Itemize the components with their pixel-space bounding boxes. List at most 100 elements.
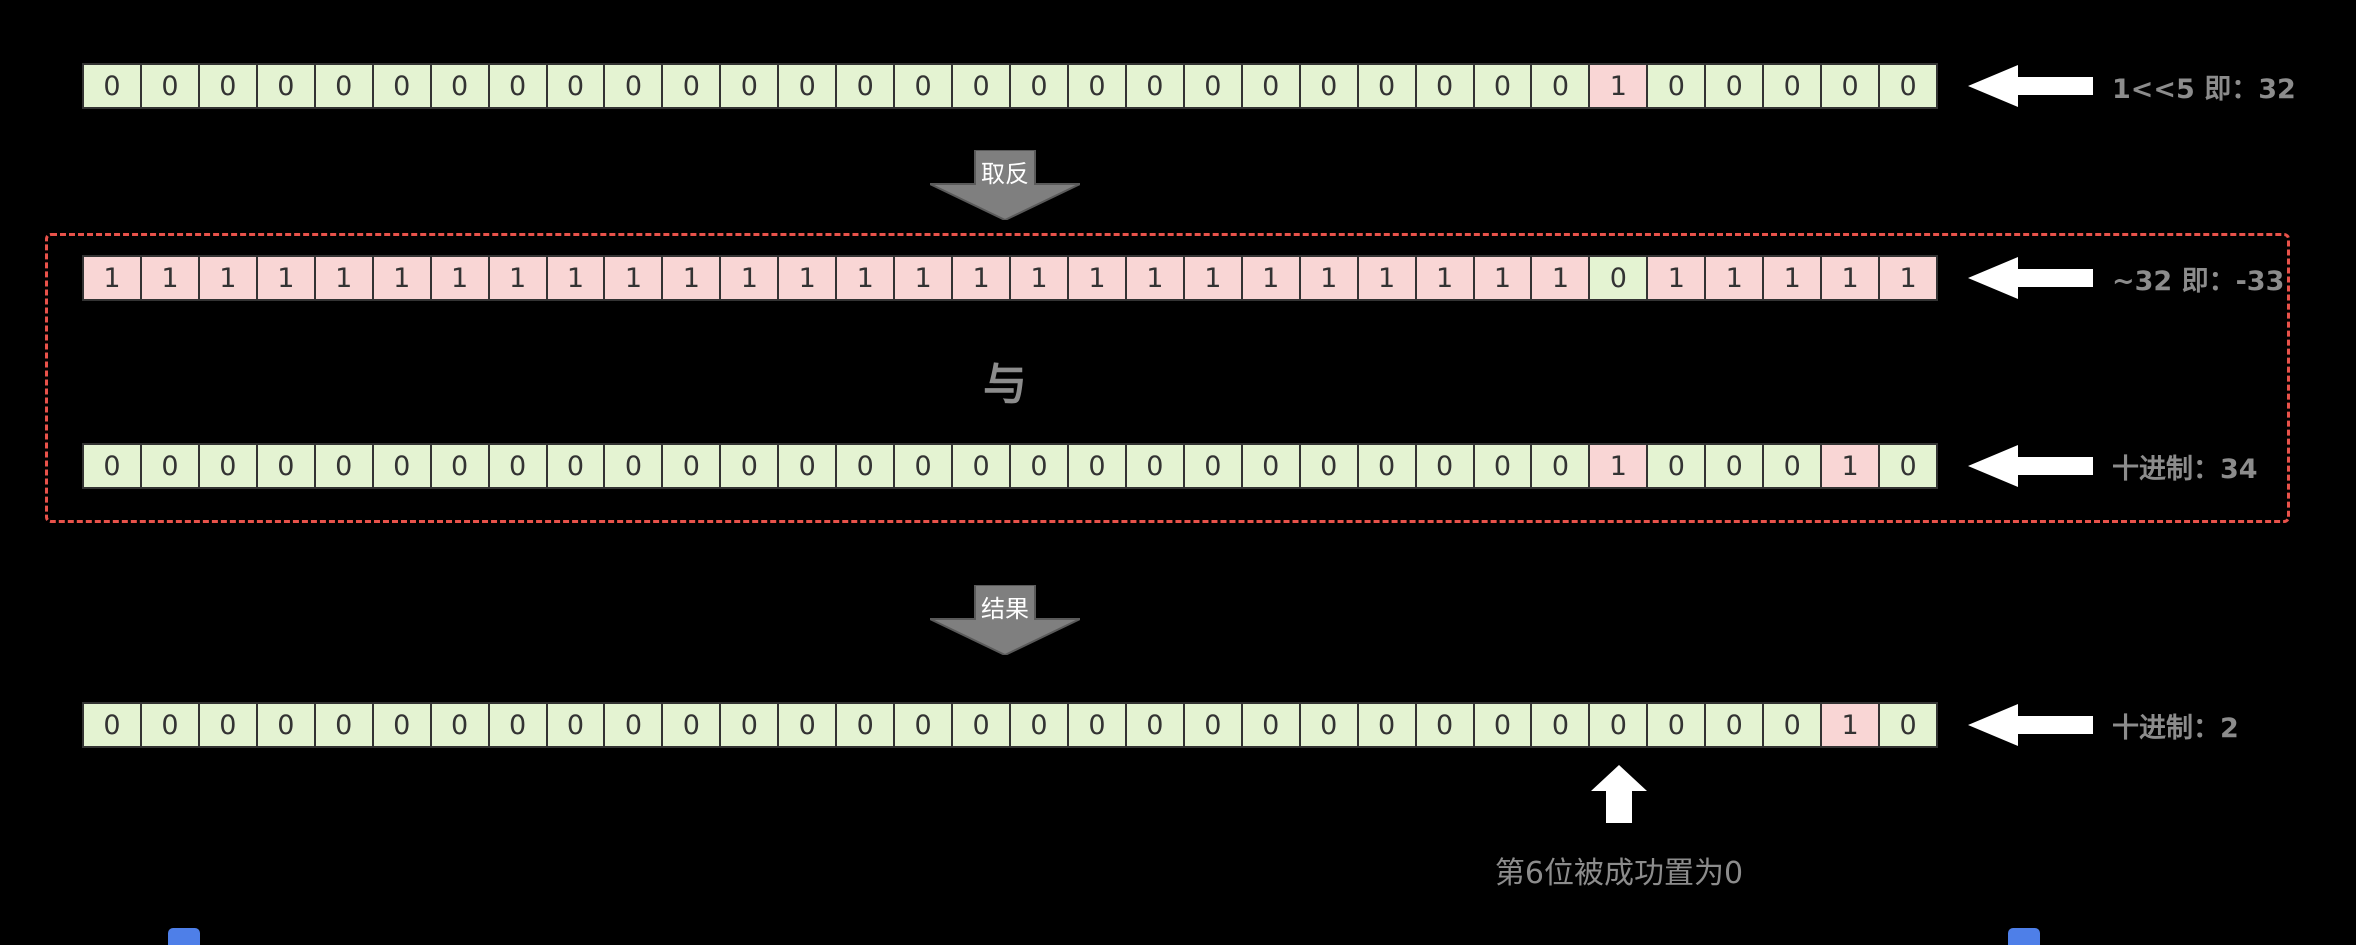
bit-cell: 0 bbox=[835, 443, 896, 489]
bit-cell: 0 bbox=[777, 443, 838, 489]
bit-cell: 0 bbox=[1530, 702, 1591, 748]
bit-cell: 0 bbox=[1124, 702, 1185, 748]
bit-cell: 0 bbox=[1240, 443, 1301, 489]
bit-cell: 0 bbox=[661, 63, 722, 109]
bit-cell: 0 bbox=[1414, 63, 1475, 109]
bit-cell: 0 bbox=[1646, 63, 1707, 109]
bottom-right-blue-mark bbox=[2008, 928, 2040, 945]
bit-cell: 0 bbox=[1009, 702, 1069, 748]
bit-cell: 0 bbox=[719, 443, 780, 489]
bottom-left-blue-mark bbox=[168, 928, 200, 945]
bit-cell: 0 bbox=[1182, 443, 1243, 489]
bit-cell: 0 bbox=[893, 702, 954, 748]
bit-cell: 0 bbox=[1298, 443, 1359, 489]
bit-cell: 0 bbox=[429, 702, 490, 748]
bit-cell: 0 bbox=[139, 63, 200, 109]
bit-cell: 1 bbox=[1240, 255, 1301, 301]
bit-cell: 1 bbox=[545, 255, 606, 301]
bit-cell: 0 bbox=[139, 702, 200, 748]
bit-cell: 0 bbox=[1066, 63, 1127, 109]
bit-cell: 1 bbox=[1414, 255, 1475, 301]
and-operator-label: 与 bbox=[983, 359, 1027, 410]
bit-cell: 0 bbox=[1356, 63, 1417, 109]
bit-cell: 0 bbox=[313, 443, 374, 489]
bit-cell: 0 bbox=[1530, 63, 1591, 109]
bit-cell: 0 bbox=[545, 443, 606, 489]
bit-cell: 0 bbox=[1240, 63, 1301, 109]
bit-cell: 0 bbox=[371, 443, 432, 489]
bit-cell: 0 bbox=[313, 702, 374, 748]
bit-cell: 1 bbox=[197, 255, 258, 301]
bit-cell: 1 bbox=[1009, 255, 1069, 301]
bit-cell: 0 bbox=[777, 63, 838, 109]
bit-cell: 0 bbox=[1646, 443, 1707, 489]
bit-cell: 0 bbox=[429, 63, 490, 109]
bit-cell: 0 bbox=[1588, 702, 1649, 748]
bit-cell: 0 bbox=[1356, 702, 1417, 748]
down-arrow-icon bbox=[930, 585, 1080, 655]
bit-cell: 0 bbox=[1240, 702, 1301, 748]
bit-cell: 1 bbox=[139, 255, 200, 301]
bit-cell: 0 bbox=[255, 63, 316, 109]
bit-cell: 0 bbox=[1472, 63, 1533, 109]
bit-cell: 0 bbox=[1472, 443, 1533, 489]
bit-cell: 1 bbox=[1878, 255, 1938, 301]
bit-cell: 1 bbox=[1646, 255, 1707, 301]
bit-cell: 1 bbox=[893, 255, 954, 301]
bit-cell: 0 bbox=[545, 702, 606, 748]
bit-cell: 0 bbox=[139, 443, 200, 489]
bit-cell: 1 bbox=[835, 255, 896, 301]
bit-cell: 0 bbox=[835, 63, 896, 109]
bit-cell: 0 bbox=[545, 63, 606, 109]
row2-left-arrow-icon bbox=[1968, 255, 2093, 301]
bit-cell: 0 bbox=[1066, 702, 1127, 748]
bit-cell: 1 bbox=[1472, 255, 1533, 301]
bit-cell: 0 bbox=[487, 443, 548, 489]
bit-cell: 1 bbox=[1588, 63, 1649, 109]
bit-cell: 0 bbox=[893, 443, 954, 489]
bit-cell: 0 bbox=[835, 702, 896, 748]
row1-value-label: 1<<5 即：32 bbox=[2112, 73, 2296, 105]
bit-cell: 1 bbox=[82, 255, 142, 301]
bit-cell: 1 bbox=[371, 255, 432, 301]
bit-cell: 0 bbox=[1762, 63, 1823, 109]
bit-cell: 0 bbox=[1298, 63, 1359, 109]
bit-cell: 0 bbox=[255, 702, 316, 748]
bit-cell: 0 bbox=[603, 443, 664, 489]
bit-cell: 1 bbox=[1298, 255, 1359, 301]
bit-cell: 0 bbox=[719, 63, 780, 109]
row3-left-arrow-icon bbox=[1968, 443, 2093, 489]
bit-cell: 0 bbox=[1704, 63, 1765, 109]
row3-value-label: 十进制：34 bbox=[2112, 453, 2258, 485]
bit-cell: 0 bbox=[1414, 702, 1475, 748]
bit-cell: 1 bbox=[1704, 255, 1765, 301]
bit-cell: 1 bbox=[719, 255, 780, 301]
bit-cell: 0 bbox=[82, 443, 142, 489]
bit-cell: 0 bbox=[661, 702, 722, 748]
bit-cell: 0 bbox=[1356, 443, 1417, 489]
bit-cell: 0 bbox=[1182, 702, 1243, 748]
bit-cell: 1 bbox=[661, 255, 722, 301]
bit-cell: 0 bbox=[1066, 443, 1127, 489]
bit-cell: 1 bbox=[603, 255, 664, 301]
bit-cell: 0 bbox=[661, 443, 722, 489]
bit-cell: 0 bbox=[82, 702, 142, 748]
bit-cell: 0 bbox=[197, 63, 258, 109]
bit-cell: 0 bbox=[1009, 443, 1069, 489]
row1-left-arrow-icon bbox=[1968, 63, 2093, 109]
bit-cell: 1 bbox=[429, 255, 490, 301]
bit-cell: 0 bbox=[719, 702, 780, 748]
bit-cell: 0 bbox=[1182, 63, 1243, 109]
row2-value-label: ~32 即：-33 bbox=[2112, 265, 2285, 297]
pointer-up-arrow-icon bbox=[1589, 765, 1649, 823]
down-arrow-icon bbox=[930, 150, 1080, 220]
bit-cell: 1 bbox=[1762, 255, 1823, 301]
bit-cell: 1 bbox=[313, 255, 374, 301]
bit-cell: 0 bbox=[1414, 443, 1475, 489]
bit-cell: 0 bbox=[603, 702, 664, 748]
bit-cell: 0 bbox=[1530, 443, 1591, 489]
